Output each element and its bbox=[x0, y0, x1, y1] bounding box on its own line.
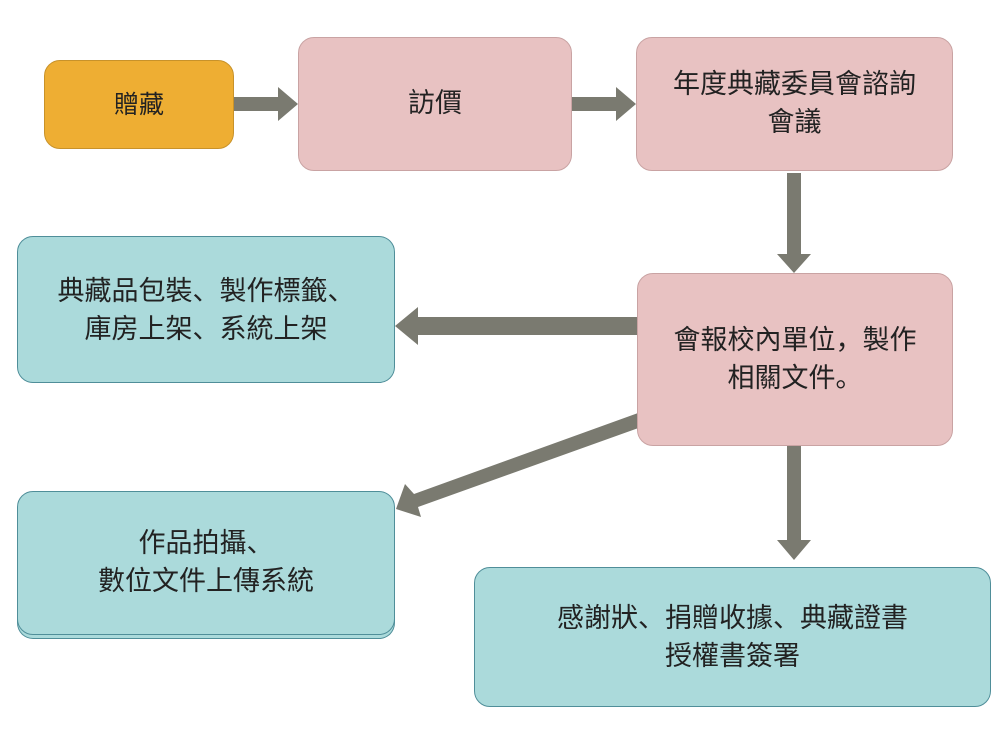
arrow-donation-to-price bbox=[234, 87, 298, 121]
node-packaging: 典藏品包裝、製作標籤、 庫房上架、系統上架 bbox=[17, 236, 395, 383]
arrow-report-to-photography bbox=[396, 413, 644, 517]
node-report-school-label: 會報校內單位，製作 相關文件。 bbox=[673, 324, 917, 394]
node-price-inquiry: 訪價 bbox=[298, 37, 572, 171]
arrow-committee-to-report bbox=[777, 173, 811, 273]
node-photography: 作品拍攝、 數位文件上傳系統 bbox=[17, 491, 395, 635]
node-committee-meeting: 年度典藏委員會諮詢 會議 bbox=[636, 37, 953, 171]
node-donation-label: 贈藏 bbox=[113, 90, 164, 119]
arrow-report-to-certificates bbox=[777, 446, 811, 560]
node-photography-label: 作品拍攝、 數位文件上傳系統 bbox=[98, 528, 314, 597]
node-certificates-label: 感謝狀、捐贈收據、典藏證書 授權書簽署 bbox=[557, 603, 908, 672]
node-price-inquiry-label: 訪價 bbox=[408, 88, 462, 120]
node-committee-meeting-label: 年度典藏委員會諮詢 會議 bbox=[673, 69, 916, 138]
arrow-report-to-packaging bbox=[395, 307, 637, 345]
node-certificates: 感謝狀、捐贈收據、典藏證書 授權書簽署 bbox=[474, 567, 991, 707]
arrow-price-to-committee bbox=[572, 87, 636, 121]
node-packaging-label: 典藏品包裝、製作標籤、 庫房上架、系統上架 bbox=[57, 276, 355, 345]
node-donation: 贈藏 bbox=[44, 60, 234, 149]
node-report-school: 會報校內單位，製作 相關文件。 bbox=[637, 273, 953, 446]
